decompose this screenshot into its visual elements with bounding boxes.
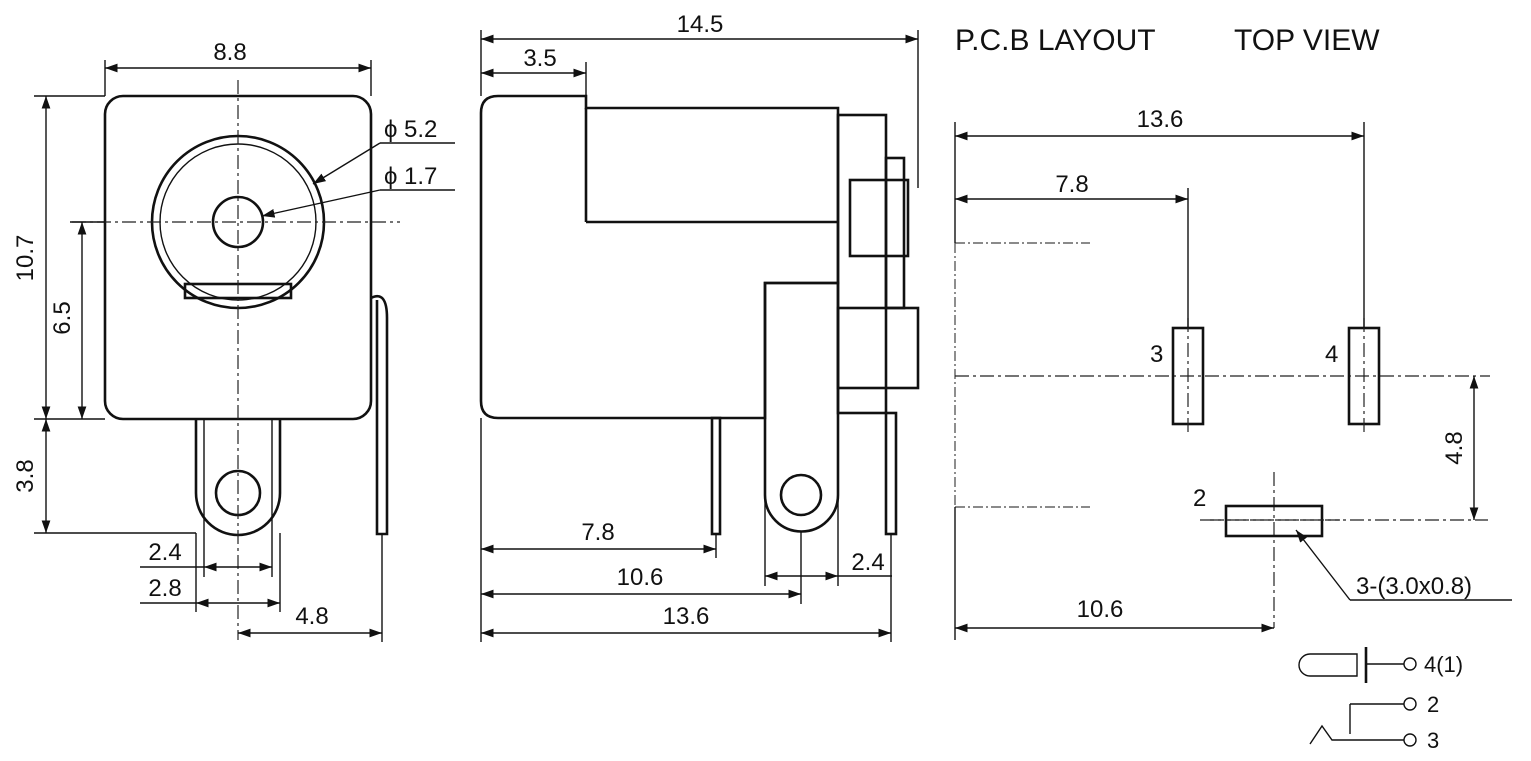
pad-label-3: 3 bbox=[1150, 341, 1163, 368]
dim-total-length: 14.5 bbox=[677, 11, 724, 38]
side-flange bbox=[848, 178, 910, 258]
dim-span-10-6: 10.6 bbox=[1077, 596, 1124, 623]
phi-symbol-2: ϕ bbox=[384, 163, 397, 190]
dim-span-13-6: 13.6 bbox=[1137, 106, 1184, 133]
side-housing bbox=[479, 94, 840, 420]
slot-spec: 3-(3.0x0.8) bbox=[1356, 573, 1472, 600]
side-terminal-hole bbox=[779, 473, 823, 517]
dim-span-7-8: 7.8 bbox=[1055, 171, 1088, 198]
side-view: 14.5 3.5 7.8 10.6 13.6 2.4 bbox=[479, 11, 920, 642]
side-pin-2 bbox=[884, 411, 898, 536]
side-contact-block bbox=[836, 113, 888, 415]
dim-slot-width: 2.4 bbox=[851, 549, 884, 576]
dim-pin-height: 3.8 bbox=[12, 459, 39, 492]
dim-pin2-offset: 10.6 bbox=[617, 564, 664, 591]
dim-outer-diameter: 5.2 bbox=[404, 116, 437, 143]
dim-2-8: 2.8 bbox=[148, 575, 181, 602]
dim-pin1-offset: 7.8 bbox=[581, 519, 614, 546]
dim-width: 8.8 bbox=[213, 39, 246, 66]
plug-symbol bbox=[1298, 653, 1358, 677]
schematic-pin-2: 2 bbox=[1427, 692, 1439, 717]
schematic-symbol: 4(1) 2 3 bbox=[1298, 647, 1463, 753]
heading-top-view: TOP VIEW bbox=[1234, 24, 1380, 57]
schematic-pin-4-1: 4(1) bbox=[1424, 652, 1463, 677]
center-pin-hole bbox=[211, 195, 265, 249]
dim-pin3-offset: 13.6 bbox=[663, 603, 710, 630]
dim-front-length: 3.5 bbox=[523, 45, 556, 72]
side-pin-1 bbox=[710, 416, 722, 536]
dim-center-height: 6.5 bbox=[49, 301, 76, 334]
pad-label-4: 4 bbox=[1325, 341, 1338, 368]
dim-offset-4-8: 4.8 bbox=[1441, 431, 1468, 464]
side-terminal bbox=[763, 281, 840, 533]
heading-pcb-layout: P.C.B LAYOUT bbox=[955, 24, 1156, 57]
dim-height: 10.7 bbox=[12, 235, 39, 282]
pad-2 bbox=[1224, 504, 1324, 538]
dim-4-8: 4.8 bbox=[295, 603, 328, 630]
front-side-pin bbox=[370, 294, 389, 536]
pad-label-2: 2 bbox=[1193, 485, 1206, 512]
front-view: 8.8 10.7 6.5 3.8 ϕ 5.2 ϕ 1.7 2.4 bbox=[12, 39, 455, 642]
schematic-pin-3: 3 bbox=[1427, 728, 1439, 753]
dim-2-4: 2.4 bbox=[148, 539, 181, 566]
dim-pin-diameter: 1.7 bbox=[404, 163, 437, 190]
pcb-layout-view: P.C.B LAYOUT TOP VIEW 3 4 2 13.6 7.8 10.… bbox=[954, 24, 1512, 640]
phi-symbol: ϕ bbox=[384, 116, 397, 143]
